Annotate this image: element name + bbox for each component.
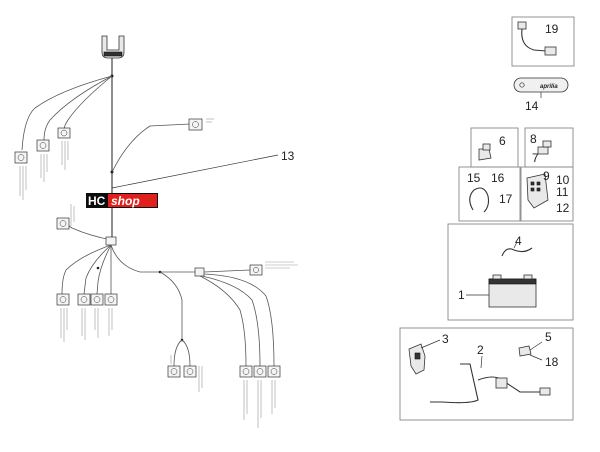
watermark-suffix: shop [111,194,140,208]
connector-bottom-center-1 [167,365,181,378]
callout-19: 19 [545,22,559,36]
part-19-group: 19 [511,16,575,67]
callout-12: 12 [556,201,570,215]
callout-6: 6 [499,134,506,148]
callout-1: 1 [458,288,465,302]
callout-8: 8 [530,132,537,146]
callout-7: 7 [532,151,539,165]
connector-lower-left-2 [77,293,91,306]
connector-branch-right [194,267,205,277]
connector-upper-left-2 [36,139,50,152]
emblem-text: aprilia [540,84,558,90]
tiny-labels-upper-left [19,141,69,200]
callout-2: 2 [477,343,484,357]
leader-13 [111,154,279,189]
part-15-16-17-group: 15 16 17 [458,166,521,222]
watermark-prefix: HC [88,194,106,208]
connector-bottom-right-1 [239,365,253,378]
connector-upper-right [188,118,203,131]
callout-11: 11 [556,185,569,199]
connector-mid-left [56,217,70,230]
connector-lower-left-1 [56,293,70,306]
top-connector [101,35,125,59]
junction-connector [105,236,117,246]
callout-16: 16 [491,171,505,185]
part-8-7-group: 8 7 [524,127,574,168]
hcshop-watermark: HC shop [86,193,158,208]
part-battery-group: 4 1 [447,223,574,321]
connector-bottom-right-3 [267,365,281,378]
callout-18: 18 [545,355,559,369]
connector-far-right [249,264,263,276]
callout-3: 3 [442,332,449,346]
callout-4: 4 [515,234,522,248]
part-9-12-group: 9 10 11 12 [520,166,574,222]
connector-lower-left-4 [104,293,118,306]
connector-bottom-center-2 [183,365,197,378]
connector-upper-left-3 [57,127,71,139]
callout-10: 10 [556,173,570,187]
callout-13: 13 [281,149,295,163]
connector-upper-left-1 [14,151,28,164]
callout-9: 9 [543,169,550,183]
part-lower-group: 3 2 5 18 [399,327,574,421]
part-14-emblem: aprilia 14 [513,77,569,113]
connector-lower-left-3 [90,293,104,306]
part-6-group: 6 [470,127,519,168]
callout-5: 5 [545,330,552,344]
harness-schematic: 13 [14,35,298,428]
callout-17: 17 [499,192,513,206]
callout-15: 15 [467,171,481,185]
callout-14: 14 [525,99,539,113]
connector-bottom-right-2 [253,365,267,378]
